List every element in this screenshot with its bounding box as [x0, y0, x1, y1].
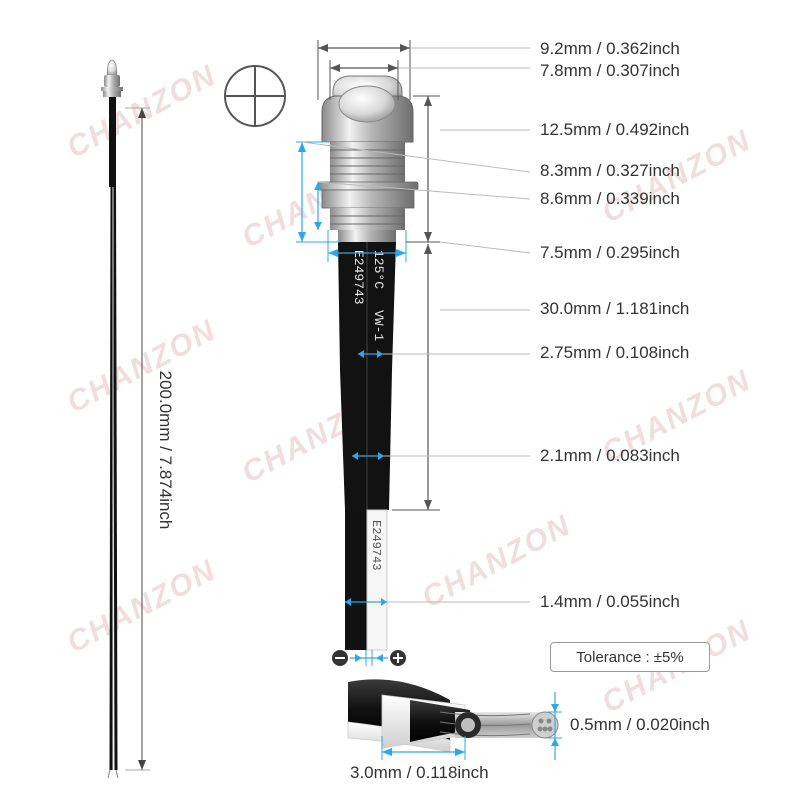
- heat-shrink-sleeve: E249743 125°C VW-1: [338, 242, 396, 510]
- thread-length-label: 8.3mm / 0.327inch: [540, 161, 680, 180]
- sleeve-lower-diameter-label: 2.1mm / 0.083inch: [540, 446, 680, 465]
- length-dimension-line: [125, 107, 150, 771]
- top-view-symbol: [224, 65, 286, 127]
- lead-wires: E249743: [345, 509, 388, 651]
- led-holder-large: [317, 75, 419, 242]
- wire-diameter-label: 1.4mm / 0.055inch: [540, 592, 680, 611]
- thread-diameter-label: 7.5mm / 0.295inch: [540, 243, 680, 262]
- leader-lines: [301, 47, 531, 603]
- sleeve-print: E249743: [351, 250, 366, 305]
- strip-length-label: 3.0mm / 0.118inch: [350, 763, 489, 782]
- bezel-outer-diameter-label: 9.2mm / 0.362inch: [540, 39, 680, 58]
- dimension-lines: [296, 141, 407, 606]
- nut-thickness-label: 8.6mm / 0.339inch: [540, 189, 680, 208]
- wire-print: E249743: [369, 520, 383, 570]
- total-length-label: 200.0mm / 7.874inch: [156, 370, 175, 530]
- sleeve-length-label: 30.0mm / 1.181inch: [540, 299, 690, 318]
- holder-height-label: 12.5mm / 0.492inch: [540, 120, 690, 139]
- lens-diameter-label: 7.8mm / 0.307inch: [540, 61, 680, 80]
- full-length-led: [101, 59, 123, 779]
- gray-dimension-lines: [317, 40, 440, 511]
- sleeve-print: 125°C: [371, 250, 386, 289]
- polarity-indicator: [332, 650, 406, 666]
- sleeve-print: VW-1: [371, 310, 386, 341]
- strand-diameter-label: 0.5mm / 0.020inch: [570, 715, 710, 734]
- stripped-cable-detail: [347, 679, 562, 760]
- tolerance-badge: Tolerance : ±5%: [550, 642, 710, 672]
- sleeve-upper-diameter-label: 2.75mm / 0.108inch: [540, 343, 690, 362]
